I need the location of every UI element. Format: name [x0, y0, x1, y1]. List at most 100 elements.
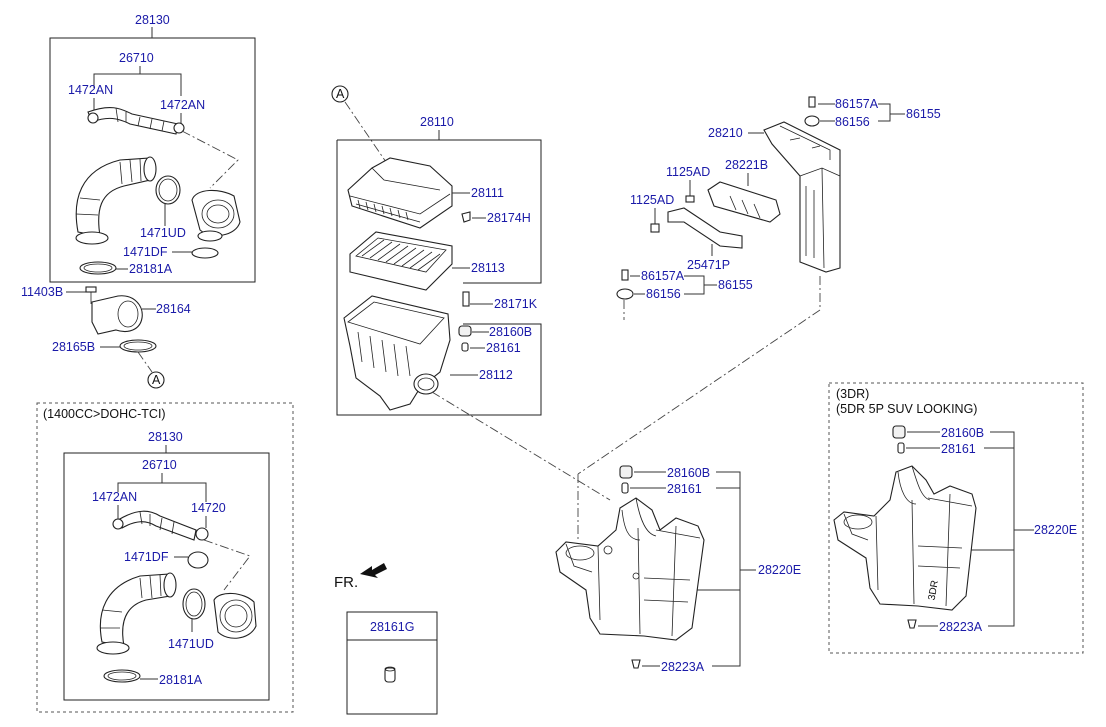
- variant-title: (1400CC>DOHC-TCI): [43, 407, 166, 421]
- ref-A-label-2: A: [336, 87, 345, 101]
- label-14720[interactable]: 14720: [191, 501, 226, 515]
- front-label: FR.: [334, 574, 358, 591]
- housing-stamp-3dr: 3DR: [927, 579, 941, 601]
- label-28181A-bot[interactable]: 28181A: [159, 673, 203, 687]
- resonator-housing-28220E: [555, 497, 705, 641]
- bracket-25471P: [667, 207, 743, 249]
- label-1471DF-bot[interactable]: 1471DF: [124, 550, 169, 564]
- ref-A-circle-1: [147, 371, 165, 389]
- front-indicator: FR.: [334, 563, 387, 591]
- label-28130-bot[interactable]: 28130: [148, 430, 183, 444]
- resonator-housing-28220E-3dr: [833, 465, 977, 611]
- group-28161G: 28161G: [346, 611, 438, 715]
- label-28161-c[interactable]: 28161: [667, 482, 702, 496]
- bolt-1125AD-a: [685, 195, 695, 203]
- maf-sensor-28164: [91, 295, 143, 335]
- group-28220E-center: 28160B 28161 28220E 28223A: [555, 465, 801, 674]
- intake-hose-bot: [99, 573, 171, 647]
- label-86155-top[interactable]: 86155: [906, 107, 941, 121]
- front-arrow-icon: [360, 563, 387, 578]
- label-28164[interactable]: 28164: [156, 302, 191, 316]
- clip-86156-bot: [616, 288, 634, 300]
- label-28113[interactable]: 28113: [471, 261, 505, 275]
- clamp-1472AN-b: [173, 122, 185, 134]
- label-28160B-mid[interactable]: 28160B: [489, 325, 532, 339]
- clamp-1471DF-bot: [187, 551, 209, 569]
- label-86156-bot[interactable]: 86156: [646, 287, 681, 301]
- label-28165B[interactable]: 28165B: [52, 340, 95, 354]
- bolt-86157A-top: [808, 96, 816, 108]
- hose-26710-bot: [117, 510, 197, 541]
- upper-case-28111: [347, 157, 453, 229]
- label-28160B-r[interactable]: 28160B: [941, 426, 984, 440]
- label-28221B[interactable]: 28221B: [725, 158, 768, 172]
- label-26710-bot[interactable]: 26710: [142, 458, 177, 472]
- label-28160B-c[interactable]: 28160B: [667, 466, 710, 480]
- grommet-28160B-c: [619, 465, 633, 479]
- ref-A-circle-2: [331, 85, 349, 103]
- label-28210[interactable]: 28210: [708, 126, 743, 140]
- clamp-14720: [195, 527, 209, 541]
- grommet-28160B-mid: [458, 325, 472, 337]
- label-28171K[interactable]: 28171K: [494, 297, 538, 311]
- label-28111[interactable]: 28111: [471, 186, 504, 200]
- label-1472AN-c[interactable]: 1472AN: [92, 490, 137, 504]
- insulator-28161-mid: [461, 342, 469, 352]
- insulator-28161-c: [621, 482, 629, 494]
- label-86157A-top[interactable]: 86157A: [835, 97, 879, 111]
- bolt-11403B: [85, 286, 97, 293]
- label-28110[interactable]: 28110: [420, 115, 454, 129]
- label-1472AN-a[interactable]: 1472AN: [68, 83, 113, 97]
- clip-28223A-r: [907, 619, 917, 629]
- label-28181A-top[interactable]: 28181A: [129, 262, 173, 276]
- filter-28113: [349, 231, 453, 291]
- variant2-line1: (3DR): [836, 387, 869, 401]
- clamp-1472AN-c: [112, 518, 124, 530]
- label-28223A-r[interactable]: 28223A: [939, 620, 983, 634]
- label-28223A-c[interactable]: 28223A: [661, 660, 705, 674]
- label-28220E-r[interactable]: 28220E: [1034, 523, 1077, 537]
- clip-86156-top: [804, 115, 820, 127]
- label-28174H[interactable]: 28174H: [487, 211, 531, 225]
- group-28164: 11403B 28164 28165B A: [21, 285, 191, 389]
- label-1471DF-top[interactable]: 1471DF: [123, 245, 168, 259]
- label-1125AD-b[interactable]: 1125AD: [630, 193, 674, 207]
- grommet-28160B-r: [892, 425, 906, 439]
- label-1125AD-a[interactable]: 1125AD: [666, 165, 710, 179]
- intake-hose: [75, 157, 151, 237]
- label-86156-top[interactable]: 86156: [835, 115, 870, 129]
- label-25471P[interactable]: 25471P: [687, 258, 730, 272]
- group-28110: A 28110 28111 28174H 28113 28171K 28160B…: [331, 85, 611, 501]
- label-86155-bot[interactable]: 86155: [718, 278, 753, 292]
- label-28161-r[interactable]: 28161: [941, 442, 976, 456]
- variant2-line2: (5DR 5P SUV LOOKING): [836, 402, 977, 416]
- group-28130-top: 28130 26710 1472AN 1472AN 1471UD 1471DF: [49, 13, 256, 283]
- label-1471UD-top[interactable]: 1471UD: [140, 226, 186, 240]
- label-28161G[interactable]: 28161G: [370, 620, 414, 634]
- label-28161-mid[interactable]: 28161: [486, 341, 521, 355]
- label-1471UD-bot[interactable]: 1471UD: [168, 637, 214, 651]
- label-28112[interactable]: 28112: [479, 368, 513, 382]
- bolt-86157A-bot: [621, 269, 629, 281]
- clamp-1471UD-bot: [182, 588, 206, 620]
- label-1472AN-b[interactable]: 1472AN: [160, 98, 205, 112]
- label-86157A-bot[interactable]: 86157A: [641, 269, 685, 283]
- group-28220E-3dr: (3DR) (5DR 5P SUV LOOKING) 28160B 28161 …: [828, 382, 1084, 654]
- clip-28174H: [461, 211, 471, 223]
- resonator: [191, 189, 241, 237]
- group-28210: 86157A 86156 86155 28210 1125AD 28221B 1…: [577, 96, 941, 540]
- clamp-1471UD-top: [155, 175, 181, 205]
- label-28130-top[interactable]: 28130: [135, 13, 170, 27]
- insulator-28161G: [384, 667, 396, 683]
- label-26710-top[interactable]: 26710: [119, 51, 154, 65]
- ref-A-label-1: A: [152, 373, 161, 387]
- bolt-1125AD-b: [650, 223, 660, 233]
- bolt-28171K: [462, 291, 470, 307]
- insulator-28161-r: [897, 442, 905, 454]
- hose-26710: [87, 106, 179, 135]
- label-28220E-c[interactable]: 28220E: [758, 563, 801, 577]
- duct-28210: [763, 121, 841, 273]
- group-28130-variant: (1400CC>DOHC-TCI) 28130 26710 1472AN 147…: [36, 402, 294, 713]
- label-11403B[interactable]: 11403B: [21, 285, 63, 299]
